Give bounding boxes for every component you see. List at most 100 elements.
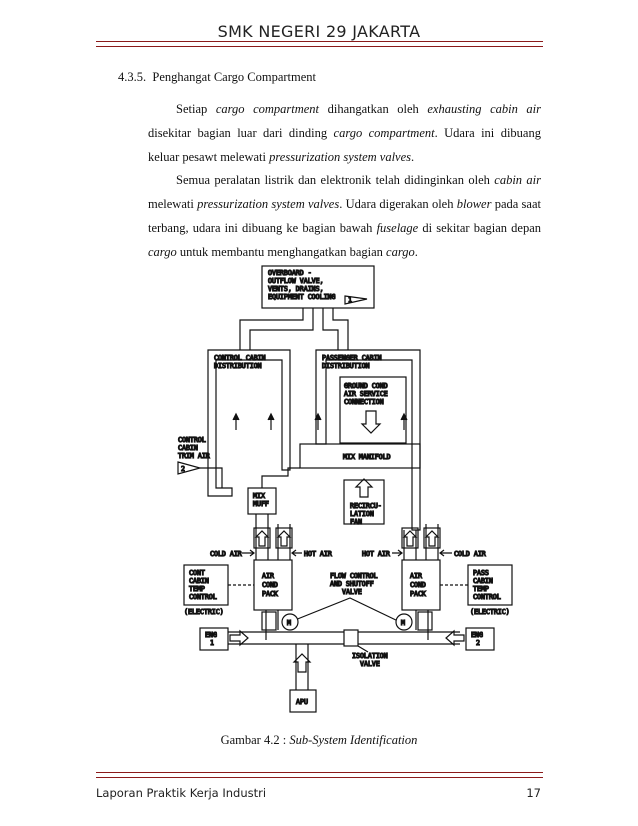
pass-cabin-temp-label: TEMP [473, 585, 489, 593]
p2-text: melewati [148, 197, 198, 211]
mix-muff-label: MUFF [253, 500, 269, 508]
isolation-valve-box [343, 629, 359, 647]
page-header-title: SMK NEGERI 29 JAKARTA [217, 22, 421, 41]
p1-italic: cargo compartment [333, 126, 435, 140]
passenger-cabin-label: PASSENGER CABIN [322, 354, 382, 362]
p2-text: . [414, 245, 418, 259]
control-cabin-duct [207, 349, 291, 497]
right-valve-body [417, 611, 433, 631]
electric-label: (ELECTRIC) [184, 608, 224, 616]
right-pack-duct [403, 524, 439, 560]
pack-label: PACK [410, 590, 426, 598]
up-hollow-arrow-icon [254, 530, 270, 547]
apu-box [289, 689, 317, 713]
mix-muff-label: MIX [253, 492, 265, 500]
right-pack-inlet [415, 610, 429, 640]
pass-cabin-temp-label: CABIN [473, 577, 493, 585]
mix-manifold-label: MIX MANIFOLD [343, 453, 391, 461]
apu-label: APU [296, 698, 308, 706]
right-hollow-arrow-icon [229, 629, 249, 647]
p1-text: disekitar bagian luar dari dinding [148, 126, 334, 140]
eng-2-label: 2 [476, 639, 480, 647]
flow-control-label: AND SHUTOFF [330, 580, 374, 588]
overboard-line: OVERBOARD - [268, 269, 312, 277]
flag-1-label: 1 [348, 296, 352, 304]
up-hollow-arrow-icon [402, 530, 418, 547]
flag-1-icon [344, 295, 368, 305]
ground-cond-label: AIR SERVICE [344, 390, 388, 398]
overboard-line: VENTS, DRAINS, [268, 285, 324, 293]
paragraph-1: Setiap cargo compartment dihangatkan ole… [148, 97, 541, 169]
up-arrow [232, 412, 240, 430]
footer-rule [96, 772, 543, 778]
p2-text: pada saat terbang, udara ini dibuang ke … [148, 197, 541, 235]
p2-italic: pressurization system valves [197, 197, 340, 211]
hot-air-arrow [392, 549, 403, 557]
flow-control-label: FLOW CONTROL [330, 572, 378, 580]
footer-report-title: Laporan Praktik Kerja Industri [96, 786, 267, 800]
figure-caption: Gambar 4.2 : Sub-System Identification [0, 733, 638, 748]
duct-block [423, 527, 441, 549]
trim-air-label: CONTROL [178, 436, 206, 444]
hot-air-label: HOT AIR [304, 550, 332, 558]
apu-duct [295, 644, 309, 690]
paragraph-2: Semua peralatan listrik dan elektronik t… [148, 168, 541, 264]
eng-2-box [465, 627, 495, 651]
p2-italic: cargo [148, 245, 177, 259]
cold-air-arrow [439, 549, 452, 557]
eng-1-box [199, 627, 229, 651]
recirc-fan-label: FAN [350, 518, 362, 526]
ground-cond-label: GROUND COND [344, 382, 388, 390]
trim-air-label: TRIM AIR [178, 452, 210, 460]
p2-text: di sekitar bagian depan [418, 221, 541, 235]
recirc-fan-label: RECIRCU- [350, 502, 382, 510]
electric-label: (ELECTRIC) [470, 608, 510, 616]
left-pack-duct [255, 514, 291, 560]
pack-label: COND [262, 581, 278, 589]
cold-air-label: COLD AIR [210, 550, 242, 558]
pack-label: COND [410, 581, 426, 589]
cold-air-label: COLD AIR [454, 550, 486, 558]
up-hollow-arrow-icon [424, 530, 440, 547]
pack-label: PACK [262, 590, 278, 598]
mix-manifold-box [299, 443, 421, 469]
up-hollow-arrow-icon [276, 530, 292, 547]
exhaust-duct [239, 308, 349, 350]
section-number: 4.3.5. [118, 70, 147, 84]
hot-air-label: HOT AIR [362, 550, 390, 558]
p1-text: . Udara ini dibuang keluar pesawt melewa… [148, 126, 541, 164]
pack-label: AIR [262, 572, 274, 580]
p2-italic: cargo [386, 245, 415, 259]
pack-label: AIR [410, 572, 422, 580]
p2-italic: fuselage [376, 221, 419, 235]
eng-1-label: 1 [210, 639, 214, 647]
section-heading: 4.3.5. Penghangat Cargo Compartment [118, 70, 316, 85]
section-title: Penghangat Cargo Compartment [152, 70, 317, 84]
p1-italic: exhausting cabin air [427, 102, 541, 116]
flow-control-leader [289, 597, 401, 623]
trim-air-line [200, 467, 223, 488]
duct-block [401, 527, 419, 549]
up-hollow-arrow-icon [354, 478, 374, 498]
left-pack-inlet [265, 610, 279, 640]
caption-prefix: Gambar 4.2 : [220, 733, 290, 747]
cont-cabin-temp-label: CABIN [189, 577, 209, 585]
eng-2-label: ENG [471, 631, 483, 639]
passenger-cabin-label: DISTRIBUTION [322, 362, 370, 370]
recirc-fan-box [343, 479, 385, 525]
pass-cabin-temp-label: PASS [473, 569, 489, 577]
isolation-valve-label: VALVE [360, 660, 380, 668]
p1-italic: pressurization system valves [269, 150, 412, 164]
down-hollow-arrow-icon [360, 410, 382, 434]
header-rule [96, 41, 543, 47]
motor-label: M [401, 619, 405, 627]
ground-cond-label: CONNECTION [344, 398, 384, 406]
up-hollow-arrow-icon [292, 653, 312, 673]
control-cabin-label: CONTROL CABIN [214, 354, 266, 362]
p1-text: dihangatkan oleh [319, 102, 428, 116]
overboard-line: EQUIPMENT COOLING [268, 293, 336, 301]
cont-cabin-temp-label: TEMP [189, 585, 205, 593]
caption-title: Sub-System Identification [289, 733, 418, 747]
p2-text: . Udara digerakan oleh [339, 197, 457, 211]
